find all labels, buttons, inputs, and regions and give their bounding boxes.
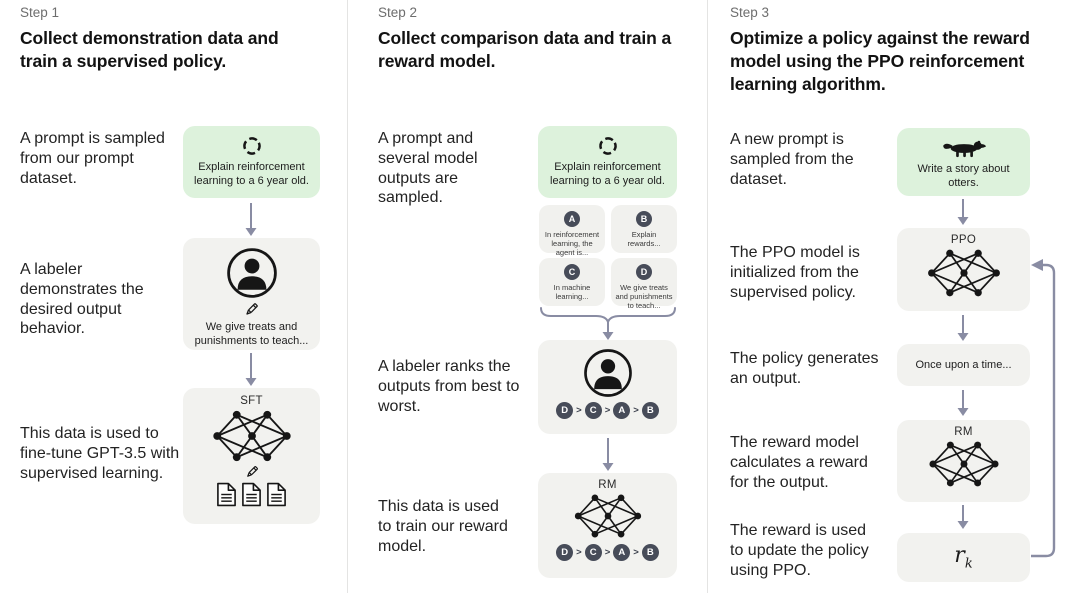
step1-labeler-text: We give treats and punishments to teach.…: [194, 321, 309, 348]
step2-labeler-box: D > C > A > B: [538, 340, 677, 434]
network-icon: [924, 247, 1004, 299]
step3-para-rm: The reward model calculates a reward for…: [730, 434, 868, 491]
reward-value: rk: [954, 543, 973, 572]
otter-icon: [942, 138, 986, 159]
step3-para-output: The policy generates an output.: [730, 350, 879, 387]
output-b-text: Explain rewards...: [627, 230, 661, 249]
step3-para-ppo: The PPO model is initialized from the su…: [730, 244, 860, 301]
pencil-icon: [244, 464, 260, 480]
feedback-loop-arrow: [1030, 256, 1062, 567]
gt-separator: >: [604, 547, 611, 558]
step1-labeler-box: We give treats and punishments to teach.…: [183, 238, 320, 350]
rank-badge: D: [556, 402, 574, 419]
step2-heading: Collect comparison data and train a rewa…: [378, 28, 672, 72]
ranking-row: D > C > A > B: [556, 544, 659, 561]
gt-separator: >: [604, 405, 611, 416]
arrow-down-icon: [956, 199, 970, 230]
gt-separator: >: [633, 547, 639, 558]
output-a-text: In reinforcement learning, the agent is.…: [544, 230, 600, 258]
rank-badge: C: [584, 402, 602, 419]
step2-label: Step 2: [378, 5, 418, 20]
step3-heading: Optimize a policy against the reward mod…: [730, 28, 1030, 95]
step1-para-labeler: A labeler demonstrates the desired outpu…: [20, 261, 144, 338]
step1-heading: Collect demonstration data and train a s…: [20, 28, 279, 72]
step1-para-data: This data is used to fine-tune GPT-3.5 w…: [20, 425, 180, 482]
output-b-badge: B: [636, 211, 652, 227]
output-c-box: C In machine learning...: [539, 258, 605, 306]
rank-badge: C: [584, 544, 602, 561]
output-c-text: In machine learning...: [553, 283, 591, 302]
step3-para-reward: The reward is used to update the policy …: [730, 522, 869, 579]
rank-badge: B: [641, 402, 659, 419]
output-b-box: B Explain rewards...: [611, 205, 677, 253]
gt-separator: >: [576, 547, 582, 558]
document-icon: [216, 482, 237, 507]
rm-label: RM: [598, 479, 617, 491]
arrow-down-icon: [601, 438, 615, 476]
step3-prompt-text: Write a story about otters.: [917, 163, 1010, 190]
step2-para-prompt: A prompt and several model outputs are s…: [378, 130, 478, 207]
step3-output-box: Once upon a time...: [897, 344, 1030, 386]
step2-rm-box: RM D > C > A > B: [538, 473, 677, 578]
rank-badge: A: [613, 402, 631, 419]
arrow-down-icon: [956, 390, 970, 421]
person-icon: [226, 247, 278, 299]
cycle-icon: [597, 135, 619, 157]
pencil-icon: [243, 301, 260, 318]
gt-separator: >: [576, 405, 582, 416]
arrow-down-icon: [244, 203, 258, 241]
documents-row: [216, 482, 287, 507]
step2-para-labeler: A labeler ranks the outputs from best to…: [378, 358, 520, 415]
document-icon: [241, 482, 262, 507]
arrow-down-icon: [956, 315, 970, 346]
sft-label: SFT: [240, 395, 263, 407]
arrow-down-icon: [601, 321, 615, 345]
step3-prompt-box: Write a story about otters.: [897, 128, 1030, 196]
gt-separator: >: [633, 405, 639, 416]
output-a-box: A In reinforcement learning, the agent i…: [539, 205, 605, 257]
network-icon: [925, 439, 1003, 489]
arrow-down-icon: [956, 505, 970, 534]
rm-label: RM: [954, 426, 973, 438]
output-d-badge: D: [636, 264, 652, 280]
output-d-text: We give treats and punishments to teach.…: [615, 283, 673, 311]
step1-sft-box: SFT: [183, 388, 320, 524]
rank-badge: B: [641, 544, 659, 561]
step3-ppo-box: PPO: [897, 228, 1030, 311]
column-divider: [707, 0, 708, 593]
ranking-row: D > C > A > B: [556, 402, 659, 419]
step2-para-data: This data is used to train our reward mo…: [378, 498, 508, 555]
arrow-down-icon: [244, 353, 258, 391]
step1-label: Step 1: [20, 5, 60, 20]
rank-badge: A: [613, 544, 631, 561]
person-icon: [583, 348, 633, 398]
step3-para-prompt: A new prompt is sampled from the dataset…: [730, 131, 854, 188]
rank-badge: D: [556, 544, 574, 561]
step1-para-prompt: A prompt is sampled from our prompt data…: [20, 130, 165, 187]
step2-prompt-text: Explain reinforcement learning to a 6 ye…: [550, 161, 665, 188]
step3-reward-box: rk: [897, 533, 1030, 582]
output-a-badge: A: [564, 211, 580, 227]
network-icon: [210, 408, 294, 464]
step3-output-text: Once upon a time...: [915, 358, 1012, 371]
step2-prompt-box: Explain reinforcement learning to a 6 ye…: [538, 126, 677, 198]
document-icon: [266, 482, 287, 507]
column-divider: [347, 0, 348, 593]
step1-prompt-box: Explain reinforcement learning to a 6 ye…: [183, 126, 320, 198]
ppo-label: PPO: [950, 234, 977, 246]
step3-rm-box: RM: [897, 420, 1030, 502]
step3-label: Step 3: [730, 5, 770, 20]
cycle-icon: [241, 135, 263, 157]
output-c-badge: C: [564, 264, 580, 280]
step1-prompt-text: Explain reinforcement learning to a 6 ye…: [194, 161, 309, 188]
network-icon: [570, 492, 646, 540]
output-d-box: D We give treats and punishments to teac…: [611, 258, 677, 310]
